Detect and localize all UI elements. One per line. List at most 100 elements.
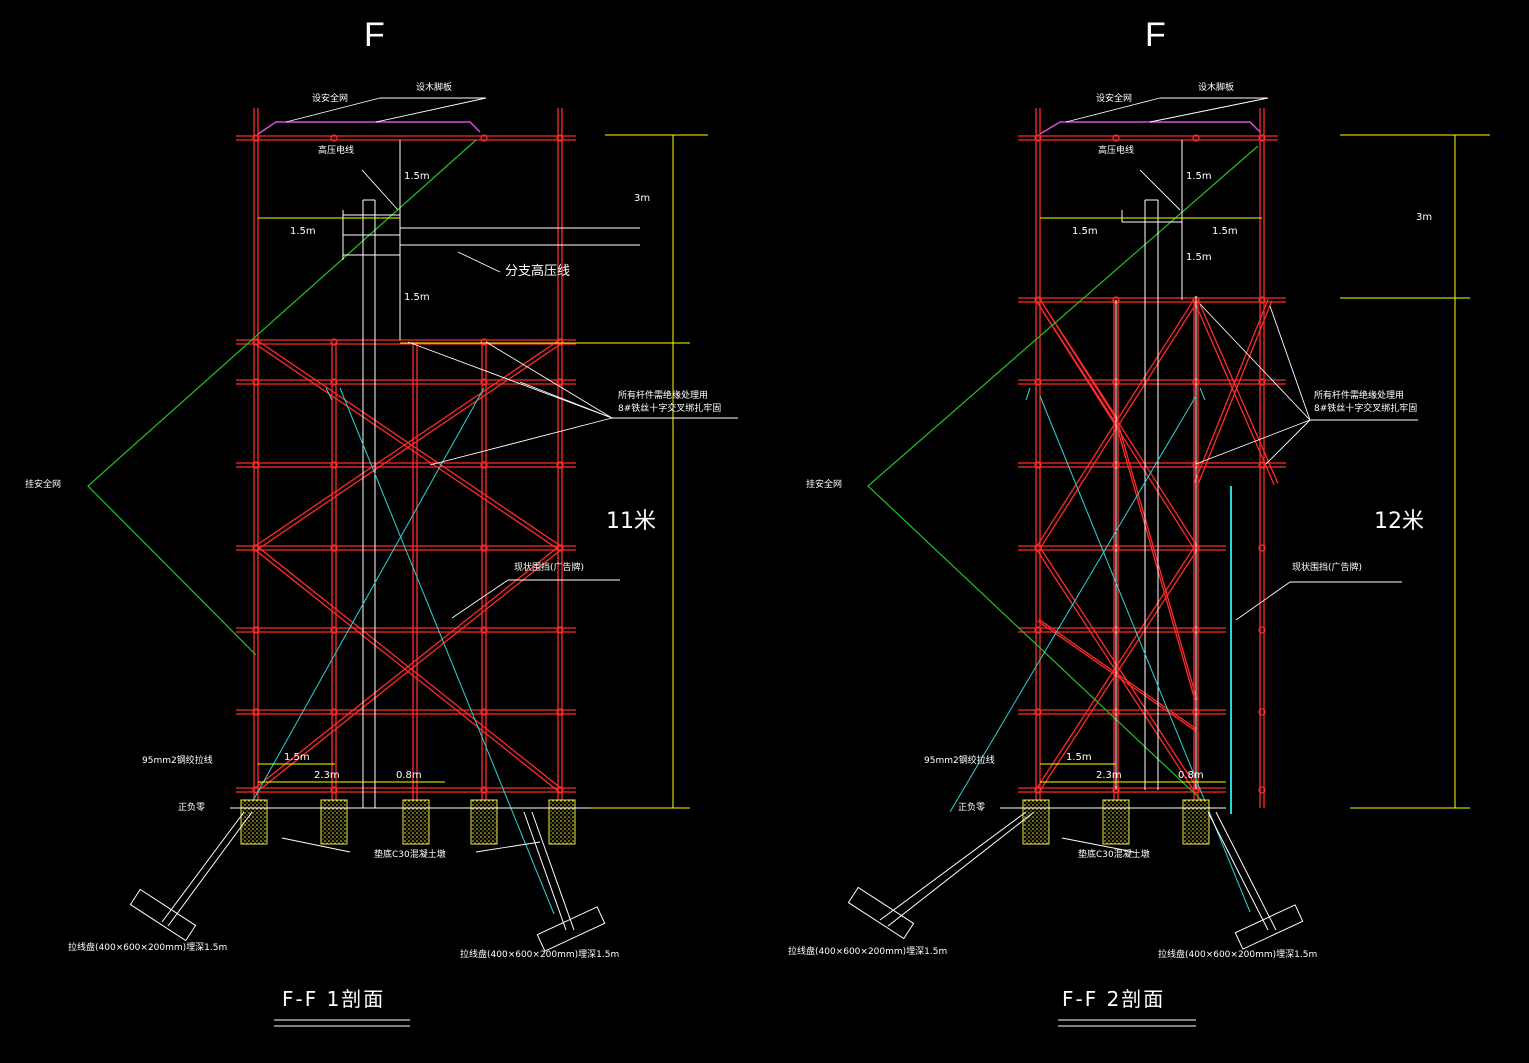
scaffold-1 [236,108,576,808]
scaffold-brace [256,549,562,793]
scaffold-coupler [252,626,260,634]
section-2-title: F-F 2剖面 [1062,987,1165,1011]
dim-e-1: 2.3m [314,770,340,781]
section-1: F [25,16,738,1027]
dim-d-2: 1.5m [1186,252,1212,263]
label-power-line-2: 高压电线 [1098,144,1134,156]
concrete-footing [470,799,498,845]
scaffold-coupler [1258,461,1266,469]
scaffold-coupler [252,708,260,716]
scaffold-brace [254,545,560,789]
leaders-1 [281,97,738,853]
scaffold-brace [256,339,562,547]
label-safety-net-2: 挂安全网 [806,478,842,490]
scaffold-brace [1039,546,1199,790]
anchors-2 [847,811,1304,950]
scaffold-coupler [480,338,488,346]
scaffold-coupler [1258,134,1266,142]
dim-c-2: 1.5m [1212,226,1238,237]
scaffold-brace [1193,299,1269,484]
scaffold-brace [254,339,560,547]
label-fence-1: 现状围挡(广告牌) [514,561,584,573]
scaffold-coupler [556,786,564,794]
dimensions-2 [1040,134,1490,809]
scaffold-brace [256,343,562,551]
concrete-footing [402,799,430,845]
scaffold-coupler [1258,626,1266,634]
note-tie-1b: 8#铁丝十字交叉绑扎牢固 [618,402,721,414]
scaffold-brace [1039,298,1119,420]
scaffold-coupler [1112,134,1120,142]
scaffold-coupler [330,461,338,469]
label-ground-2: 正负零 [958,801,985,813]
dimensions-1 [258,134,708,809]
concrete-footing [320,799,348,845]
scaffold-brace [1116,419,1198,700]
leaders-2 [1061,97,1418,853]
scaffold-coupler [556,378,564,386]
footings-2 [1022,799,1210,845]
scaffold-brace [1039,548,1199,792]
dim-d-1: 1.5m [284,752,310,763]
scaffold-coupler [1034,378,1042,386]
scaffold-coupler [1034,296,1042,304]
scaffold-coupler [1034,544,1042,552]
scaffold-coupler [480,134,488,142]
dim-f-1: 0.8m [396,770,422,781]
concrete-footing [548,799,576,845]
scaffold-brace [1035,548,1195,792]
scaffold-coupler [480,378,488,386]
scaffold-coupler [480,626,488,634]
scaffold-brace [1035,546,1195,790]
scaffold-coupler [480,786,488,794]
scaffold-coupler [330,134,338,142]
label-steel-wire-2: 95mm2钢绞拉线 [924,754,995,766]
label-anchor-left-1: 拉线盘(400×600×200mm)埋深1.5m [68,941,227,953]
scaffold-coupler [330,338,338,346]
label-top-net-2: 设安全网 [1096,92,1132,104]
concrete-footing [1102,799,1130,845]
concrete-footing [1022,799,1050,845]
label-branch-line-1: 分支高压线 [505,263,570,279]
label-ground-1: 正负零 [178,801,205,813]
dim-top-1: 3m [634,193,650,204]
dim-g-2: 0.8m [1178,770,1204,781]
note-tie-2a: 所有杆件需绝缘处理用 [1314,389,1404,401]
scaffold-coupler [1034,786,1042,794]
scaffold-coupler [330,626,338,634]
scaffold-coupler [1034,461,1042,469]
note-tie-1a: 所有杆件需绝缘处理用 [618,389,708,401]
power-pole-2 [1115,140,1197,790]
scaffold-coupler [330,544,338,552]
scaffold-coupler [1258,708,1266,716]
scaffold-coupler [330,378,338,386]
scaffold-coupler [1258,786,1266,794]
scaffold-coupler [480,544,488,552]
scaffold-brace [254,549,560,793]
dim-a-2: 1.5m [1186,171,1212,182]
scaffold-coupler [252,134,260,142]
label-safety-net-1: 挂安全网 [25,478,61,490]
label-foundation-1: 垫底C30混凝土墩 [374,848,446,860]
note-tie-2b: 8#铁丝十字交叉绑扎牢固 [1314,402,1417,414]
concrete-footing [1182,799,1210,845]
scaffold-coupler [252,338,260,346]
scaffold-coupler [1034,626,1042,634]
concrete-footing [240,799,268,845]
label-top-plank-1: 设木脚板 [416,81,452,93]
scaffold-coupler [1034,134,1042,142]
label-power-line-1: 高压电线 [318,144,354,156]
scaffold-2 [1018,108,1286,808]
scaffold-brace [1197,300,1273,485]
safety-net-2 [867,145,1259,809]
scaffold-coupler [252,461,260,469]
dim-c-1: 1.5m [404,292,430,303]
dim-b-2: 1.5m [1072,226,1098,237]
scaffold-coupler [556,626,564,634]
scaffold-coupler [330,786,338,794]
label-top-net-1: 设安全网 [312,92,348,104]
top-plank-2 [1039,121,1261,135]
label-fence-2: 现状围挡(广告牌) [1292,561,1362,573]
label-top-plank-2: 设木脚板 [1198,81,1234,93]
